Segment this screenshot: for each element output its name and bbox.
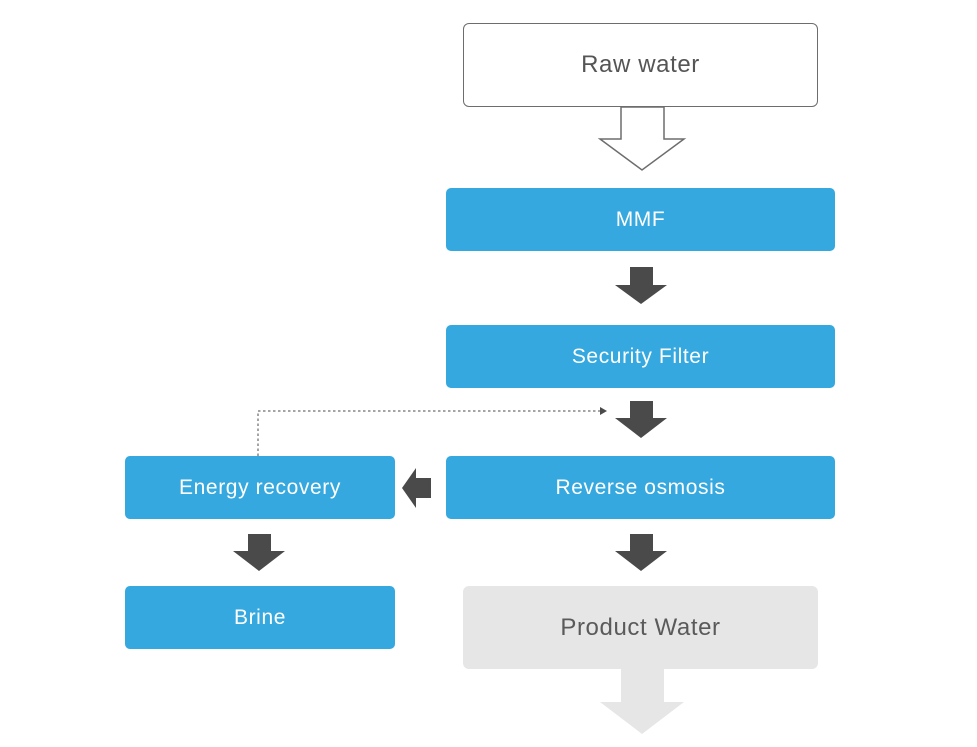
reverse-osmosis-box: Reverse osmosis — [446, 456, 835, 519]
product-water-label: Product Water — [560, 613, 721, 641]
energy-recovery-box: Energy recovery — [125, 456, 395, 519]
reverse-osmosis-label: Reverse osmosis — [555, 475, 726, 499]
product-water-box: Product Water — [463, 586, 818, 669]
down-arrow-brine — [233, 534, 285, 571]
product-output-arrow — [600, 669, 684, 734]
brine-label: Brine — [233, 605, 287, 629]
down-arrow-1 — [615, 267, 667, 304]
security-filter-box: Security Filter — [446, 325, 835, 388]
hollow-down-arrow — [597, 106, 687, 171]
raw-water-label: Raw water — [581, 51, 700, 78]
dotted-line-arrowhead — [600, 407, 607, 415]
down-arrow-2 — [615, 401, 667, 438]
security-filter-label: Security Filter — [571, 344, 710, 368]
mmf-label: MMF — [615, 207, 666, 231]
left-arrow — [402, 468, 431, 508]
energy-recovery-label: Energy recovery — [179, 475, 341, 499]
down-arrow-product — [615, 534, 667, 571]
dotted-recycle-line — [257, 410, 600, 456]
mmf-box: MMF — [446, 188, 835, 251]
raw-water-box: Raw water — [463, 23, 818, 107]
brine-box: Brine — [125, 586, 395, 649]
